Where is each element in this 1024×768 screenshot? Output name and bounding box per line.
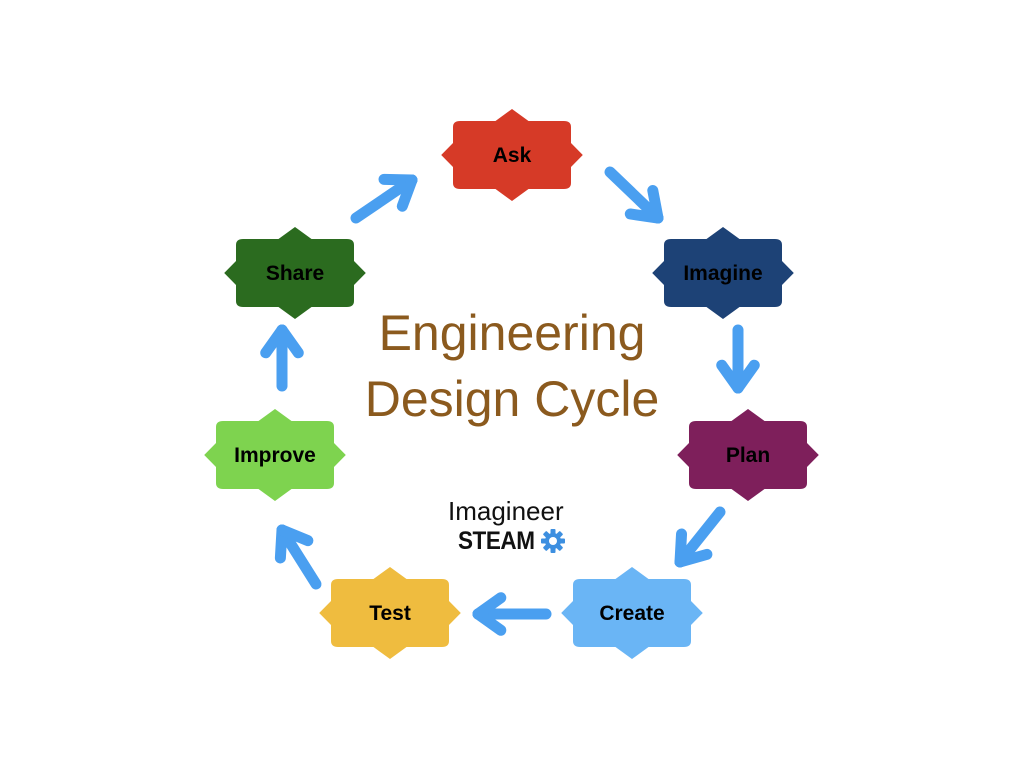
node-shape xyxy=(319,567,461,659)
node-label-ask: Ask xyxy=(493,144,532,167)
diagram-title: Engineering Design Cycle xyxy=(312,300,712,432)
cycle-arrows xyxy=(260,166,760,636)
arrow-icon xyxy=(674,506,726,568)
node-share: Share xyxy=(224,227,366,319)
node-shape xyxy=(561,567,703,659)
arrow-icon xyxy=(260,324,304,392)
node-improve: Improve xyxy=(204,409,346,501)
arrow-icon xyxy=(472,592,552,636)
gear-icon xyxy=(541,529,565,553)
imagineer-steam-logo: Imagineer STEAM xyxy=(440,496,590,556)
node-ask: Ask xyxy=(441,109,583,201)
node-shape xyxy=(441,109,583,201)
node-create: Create xyxy=(561,567,703,659)
title-line-1: Engineering xyxy=(378,305,646,361)
node-shape xyxy=(204,409,346,501)
node-shape xyxy=(677,409,819,501)
arrow-icon xyxy=(350,173,418,224)
logo-text-steam: STEAM xyxy=(458,527,535,555)
title-line-2: Design Cycle xyxy=(364,371,660,427)
node-shape xyxy=(224,227,366,319)
arrow-icon xyxy=(716,324,760,394)
node-label-imagine: Imagine xyxy=(683,262,762,285)
logo-row-steam: STEAM xyxy=(458,526,590,556)
node-plan: Plan xyxy=(677,409,819,501)
node-label-plan: Plan xyxy=(726,444,770,467)
node-label-create: Create xyxy=(599,602,664,625)
node-label-improve: Improve xyxy=(234,444,316,467)
node-shape xyxy=(652,227,794,319)
node-label-share: Share xyxy=(266,262,324,285)
node-label-test: Test xyxy=(369,602,411,625)
logo-text-imagineer: Imagineer xyxy=(448,496,564,526)
arrow-icon xyxy=(604,166,664,224)
node-imagine: Imagine xyxy=(652,227,794,319)
node-test: Test xyxy=(319,567,461,659)
arrow-icon xyxy=(274,524,322,590)
